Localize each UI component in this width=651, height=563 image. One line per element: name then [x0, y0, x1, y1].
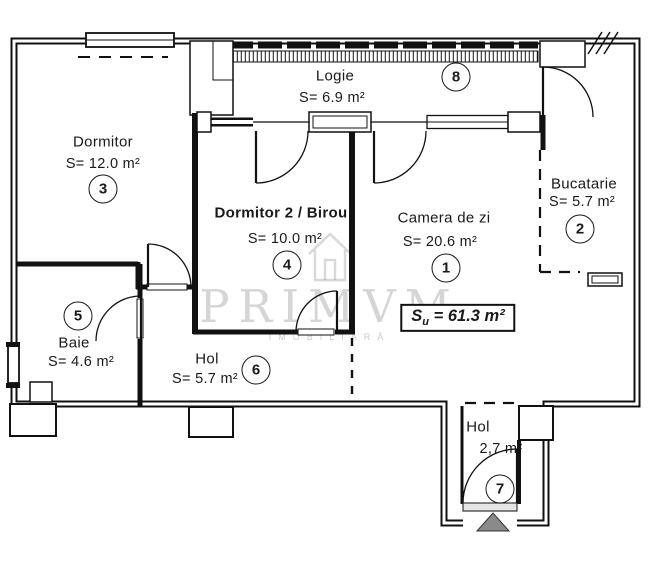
room-name-baie: Baie [58, 334, 90, 352]
windows [6, 32, 175, 388]
room-number-dormitor-2-birou: 4 [272, 250, 302, 280]
outer-walls [10, 37, 641, 527]
total-area-box: Su = 61.3 m² [400, 303, 516, 333]
door-loggia-dormitor2 [254, 130, 309, 184]
room-name-dormitor: Dormitor [73, 133, 133, 151]
door-hall-bathroom [95, 295, 143, 342]
room-area-baie: S= 4.6 m² [48, 354, 114, 370]
structural-blocks [9, 381, 234, 438]
room-number-camera-de-zi: 1 [431, 253, 461, 283]
room-area-bucatarie: S= 5.7 m² [549, 194, 615, 210]
room-number-hol: 6 [241, 355, 271, 385]
room-area-camera-de-zi: S= 20.6 m² [402, 234, 478, 250]
room-name-hol-intrare: Hol [466, 418, 490, 436]
total-area-prefix: S [411, 306, 423, 325]
entrance-door [462, 448, 519, 504]
room-number-bucatarie: 2 [565, 214, 595, 244]
room-name-hol: Hol [195, 350, 219, 368]
entrance-corridor [460, 405, 554, 532]
watermark-tagline: IMOBILIARĂ [268, 332, 391, 342]
loggia-wall [196, 111, 541, 133]
total-area-subscript: u [422, 316, 430, 329]
total-area-value: = 61.3 m² [429, 306, 505, 325]
door-loggia-kitchen [541, 66, 594, 118]
door-loggia-living [372, 130, 427, 184]
room-name-logie: Logie [315, 67, 355, 85]
house-logo-icon [307, 232, 352, 282]
room-number-logie: 8 [441, 62, 471, 92]
door-hall-dormitor [146, 243, 192, 288]
door-hall-dormitor2 [295, 290, 339, 333]
room-area-dormitor-2-birou: S= 10.0 m² [247, 231, 323, 247]
entrance-threshold [462, 502, 518, 512]
room-area-hol: S= 5.7 m² [172, 371, 238, 387]
interior-walls [16, 113, 546, 406]
room-name-dormitor-2-birou: Dormitor 2 / Birou [214, 204, 348, 222]
room-name-camera-de-zi: Camera de zi [397, 209, 491, 227]
room-number-hol-intrare: 7 [485, 474, 515, 504]
room-number-dormitor: 3 [88, 174, 118, 204]
room-number-baie: 5 [63, 301, 93, 331]
wall-cut-hatch-icon [587, 31, 619, 55]
entrance-arrow-icon [475, 512, 511, 532]
loggia-railing [189, 40, 586, 116]
room-name-bucatarie: Bucatarie [550, 175, 618, 193]
room-area-logie: S= 6.9 m² [299, 90, 365, 106]
room-area-hol-intrare: 2,7 m² [479, 441, 523, 457]
radiator [587, 272, 623, 287]
room-area-dormitor: S= 12.0 m² [65, 156, 141, 172]
doors [95, 66, 594, 342]
kitchen-dashed-boundary [538, 150, 580, 274]
